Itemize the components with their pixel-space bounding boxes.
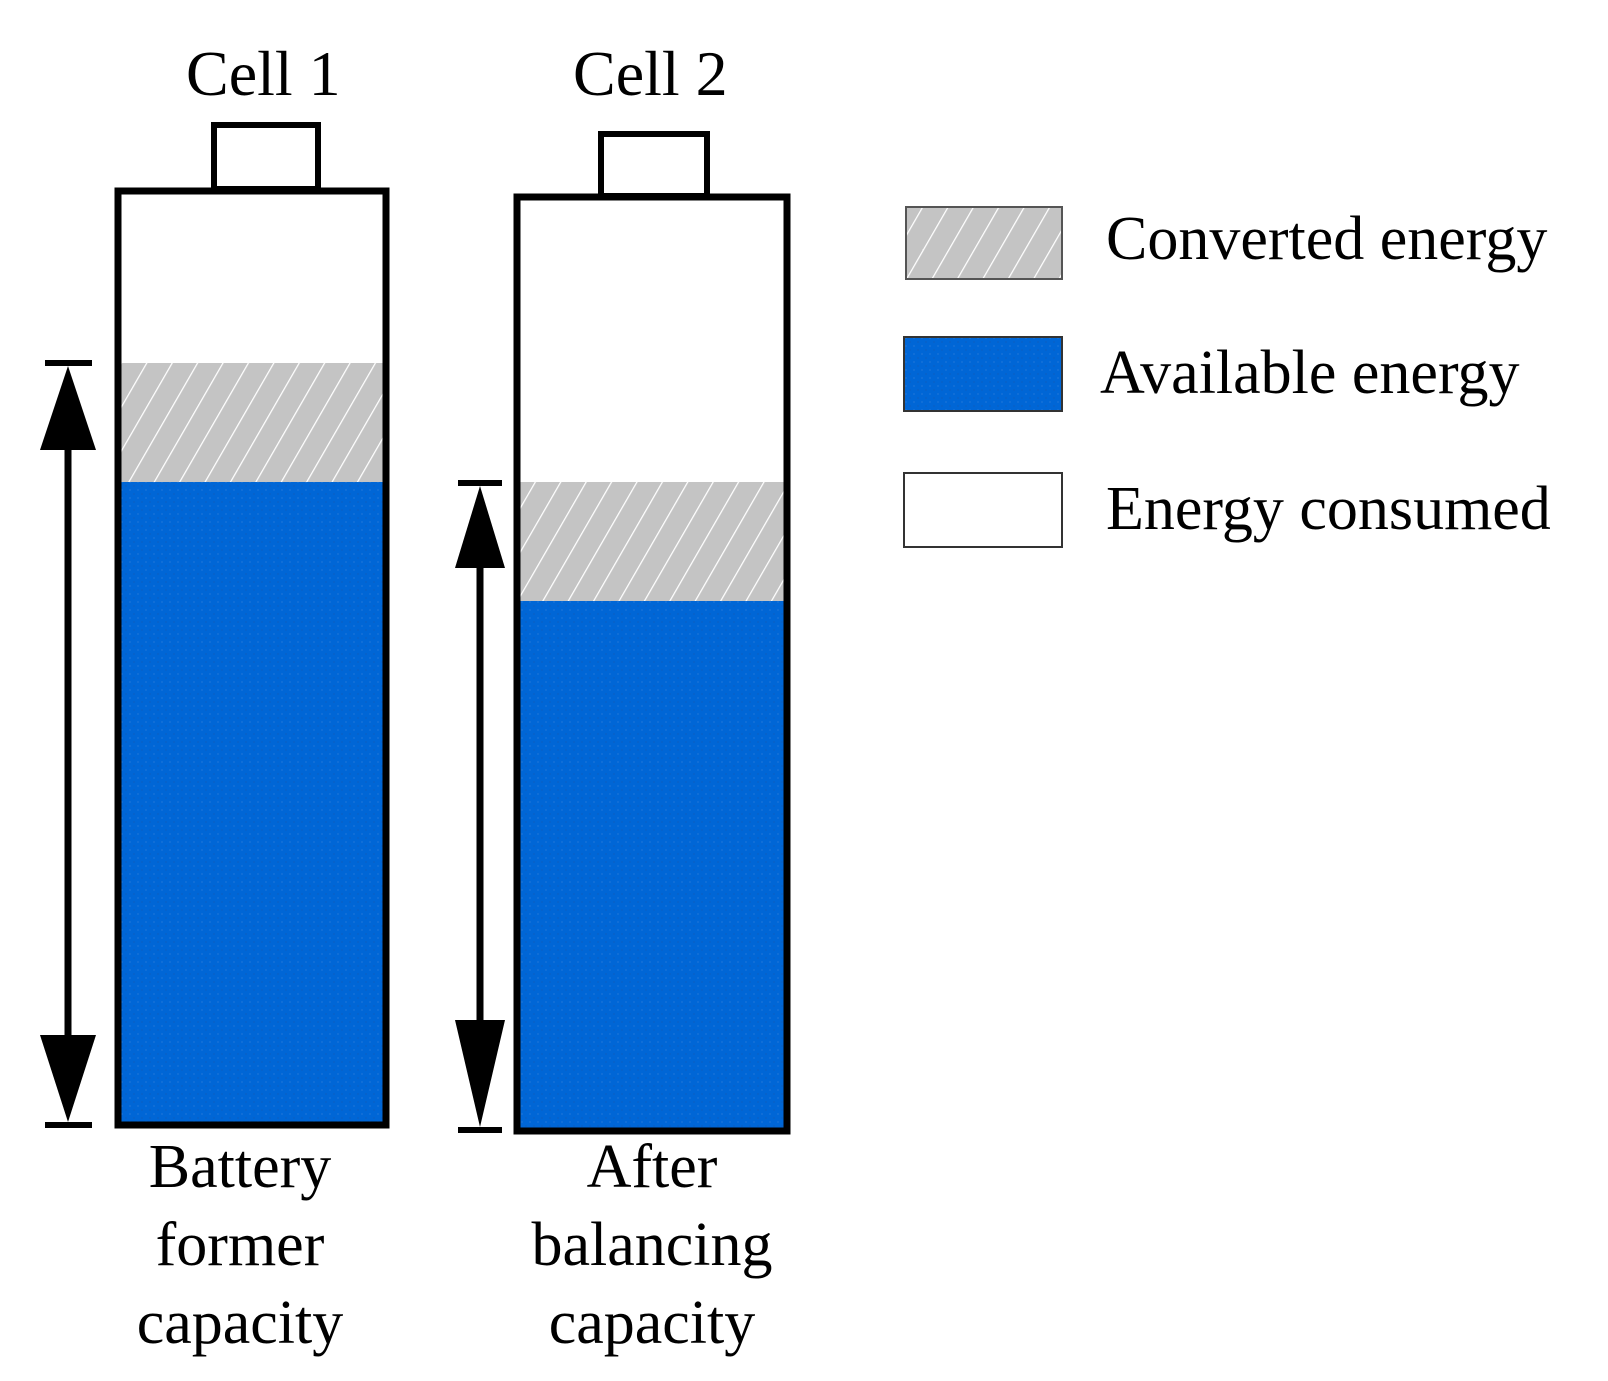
cell-1-capacity-arrow [40, 360, 96, 1128]
legend-label-available: Available energy [1100, 339, 1520, 407]
cell-1-consumed-section [118, 191, 386, 363]
cell-2-converted-section [517, 482, 787, 601]
cell-1-available-section [118, 482, 386, 1125]
legend-swatch-converted [905, 206, 1063, 280]
cell-2-outline [513, 193, 791, 1135]
cell-2-available-section [517, 601, 787, 1131]
cell-1-caption-line-3: capacity [136, 1289, 344, 1357]
cell-2 [455, 131, 791, 1135]
cell-1-outline [114, 187, 390, 1129]
legend-swatch-consumed [903, 472, 1063, 548]
cell-2-terminal [598, 131, 710, 199]
cell-1-title: Cell 1 [186, 38, 341, 109]
legend-label-converted: Converted energy [1106, 205, 1548, 273]
cell-1-terminal [211, 122, 321, 192]
cell-1-caption-line-2: former [155, 1211, 325, 1279]
cell-2-caption-line-1: After [586, 1133, 718, 1201]
cell-2-title: Cell 2 [573, 38, 728, 109]
cell-2-caption: After balancing capacity [502, 1128, 802, 1362]
legend-label-consumed: Energy consumed [1106, 475, 1551, 543]
cell-1-caption: Battery former capacity [100, 1128, 380, 1362]
cell-2-caption-line-3: capacity [548, 1289, 756, 1357]
cell-1 [40, 122, 390, 1129]
cell-1-caption-line-1: Battery [148, 1133, 332, 1201]
cell-2-caption-line-2: balancing [531, 1211, 773, 1279]
cell-1-converted-section [118, 363, 386, 482]
cell-2-capacity-arrow [455, 480, 505, 1133]
cell-2-consumed-section [517, 197, 787, 482]
legend-swatch-available [903, 336, 1063, 412]
legend [903, 206, 1063, 548]
